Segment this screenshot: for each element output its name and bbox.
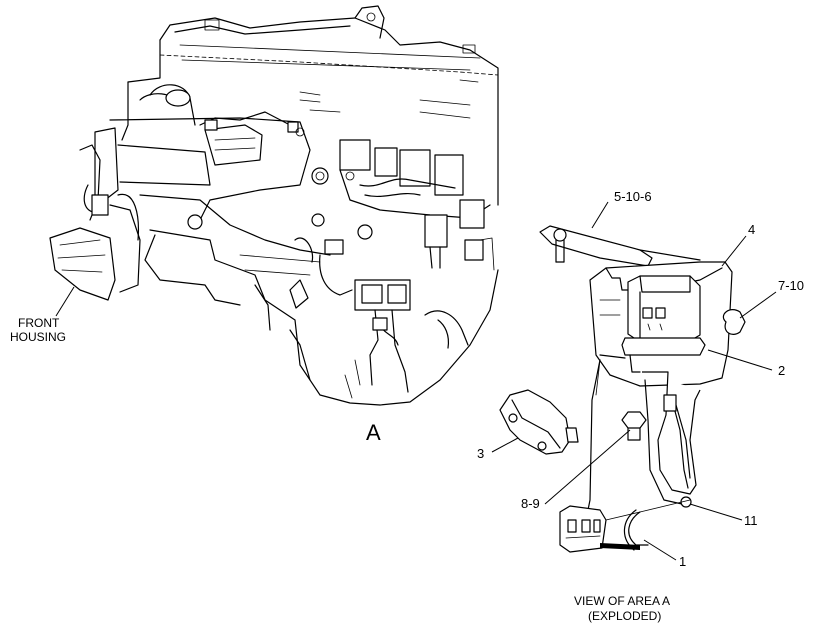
leader-11 [689,503,743,521]
part-sensor-block [627,275,701,343]
part-harness [642,371,701,508]
callout-8-9: 8-9 [521,496,540,511]
part-8-bolt [621,411,647,441]
view-caption-line1: VIEW OF AREA A [574,594,670,608]
front-housing-label-line1: FRONT [18,316,60,330]
view-caption-line2: (EXPLODED) [588,609,661,623]
callout-2: 2 [778,363,785,378]
callout-11: 11 [744,513,758,528]
leader-front-housing [55,286,75,317]
part-mount-plate [559,359,607,553]
exploded-frame [595,359,691,549]
leader-3 [491,437,519,453]
area-a-label: A [366,420,381,445]
callout-4: 4 [748,222,755,237]
leader-5-10-6 [591,201,609,229]
callout-7-10: 7-10 [778,278,804,293]
leader-4 [721,235,747,267]
part-1-hook [600,509,649,551]
part-7-clip [722,309,746,335]
leader-1 [643,539,677,561]
leader-lines [55,201,777,561]
part-3-connector [499,389,579,455]
text-labels: FRONT HOUSING A 5-10-6 4 7-10 2 3 8-9 11… [10,189,804,623]
part-2-collar [621,337,706,373]
callout-5-10-6: 5-10-6 [614,189,652,204]
engine-assembly [49,5,499,406]
leader-7-10 [739,291,777,319]
leader-2 [707,349,773,371]
front-housing-label-line2: HOUSING [10,330,66,344]
part-5-bracket [539,225,701,267]
leader-8-9 [544,429,631,505]
callout-1: 1 [679,554,686,569]
callout-3: 3 [477,446,484,461]
